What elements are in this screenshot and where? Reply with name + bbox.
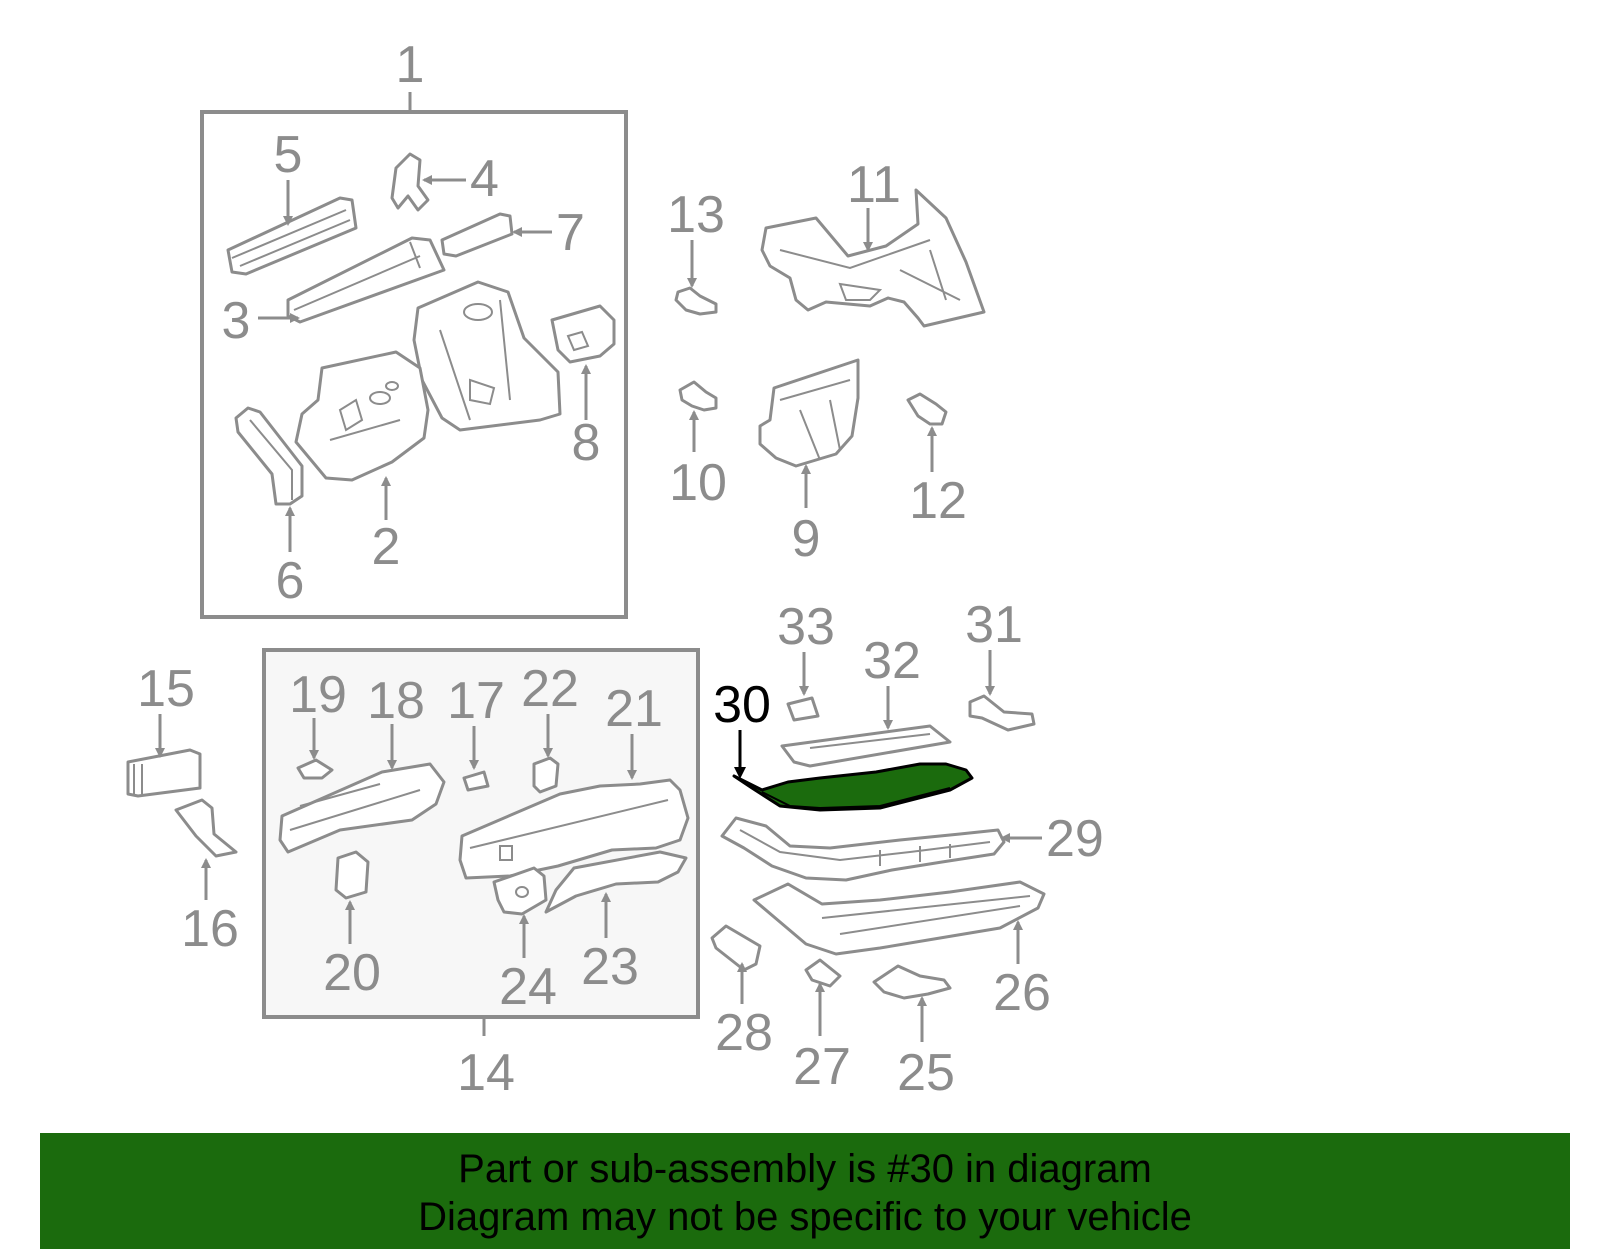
callout-33: 33 (777, 598, 835, 656)
part-29[interactable] (720, 816, 1006, 882)
callout-13: 13 (667, 186, 725, 244)
part-18[interactable] (278, 762, 446, 854)
callout-10: 10 (669, 454, 727, 512)
callout-21: 21 (605, 680, 663, 738)
part-26[interactable] (752, 880, 1046, 956)
callout-8: 8 (572, 414, 601, 472)
callout-18: 18 (367, 672, 425, 730)
callout-20: 20 (323, 944, 381, 1002)
part-8[interactable] (550, 304, 616, 364)
part-12[interactable] (906, 392, 948, 426)
part-27[interactable] (804, 958, 842, 988)
part-4[interactable] (390, 152, 430, 212)
callout-9: 9 (792, 510, 821, 568)
part-17[interactable] (462, 770, 490, 792)
callout-16: 16 (181, 900, 239, 958)
part-16[interactable] (174, 798, 238, 858)
part-32[interactable] (780, 724, 952, 768)
callout-28: 28 (715, 1004, 773, 1062)
callout-19: 19 (289, 666, 347, 724)
callout-5: 5 (274, 126, 303, 184)
callout-11: 11 (847, 156, 901, 214)
banner-line-1: Part or sub-assembly is #30 in diagram (458, 1147, 1152, 1191)
part-22[interactable] (532, 756, 560, 794)
part-20[interactable] (334, 850, 370, 900)
callout-3: 3 (222, 292, 251, 350)
callout-30-highlighted: 30 (713, 676, 771, 734)
callout-14: 14 (457, 1044, 515, 1102)
part-11[interactable] (760, 188, 986, 328)
part-5[interactable] (226, 196, 358, 276)
callout-15: 15 (137, 660, 195, 718)
part-28[interactable] (710, 924, 762, 972)
callout-24: 24 (499, 958, 557, 1016)
callout-2: 2 (372, 518, 401, 576)
callout-6: 6 (276, 552, 305, 610)
part-15[interactable] (126, 748, 202, 798)
part-33[interactable] (786, 696, 820, 722)
callout-29: 29 (1046, 810, 1104, 868)
part-23[interactable] (544, 850, 688, 914)
callout-17: 17 (447, 672, 505, 730)
part-2[interactable] (294, 350, 430, 482)
part-10[interactable] (678, 380, 718, 412)
part-9[interactable] (758, 358, 860, 468)
callout-4: 4 (470, 150, 499, 208)
callout-23: 23 (581, 938, 639, 996)
callout-7: 7 (556, 204, 585, 262)
part-21[interactable] (458, 778, 690, 880)
part-19[interactable] (296, 758, 334, 780)
part-30-highlighted[interactable] (732, 762, 974, 812)
part-31[interactable] (968, 694, 1036, 732)
banner-line-2: Diagram may not be specific to your vehi… (418, 1195, 1192, 1239)
callout-32: 32 (863, 632, 921, 690)
part-25[interactable] (872, 964, 952, 1000)
info-banner: Part or sub-assembly is #30 in diagram D… (40, 1133, 1570, 1249)
callout-25: 25 (897, 1044, 955, 1102)
callout-31: 31 (965, 596, 1023, 654)
part-6[interactable] (234, 406, 304, 506)
part-24[interactable] (492, 866, 548, 916)
part-13[interactable] (674, 286, 718, 316)
callout-1: 1 (396, 36, 425, 94)
callout-27: 27 (793, 1038, 851, 1096)
callout-12: 12 (909, 472, 967, 530)
callout-22: 22 (521, 660, 579, 718)
part-3[interactable] (286, 236, 446, 324)
callout-26: 26 (993, 964, 1051, 1022)
